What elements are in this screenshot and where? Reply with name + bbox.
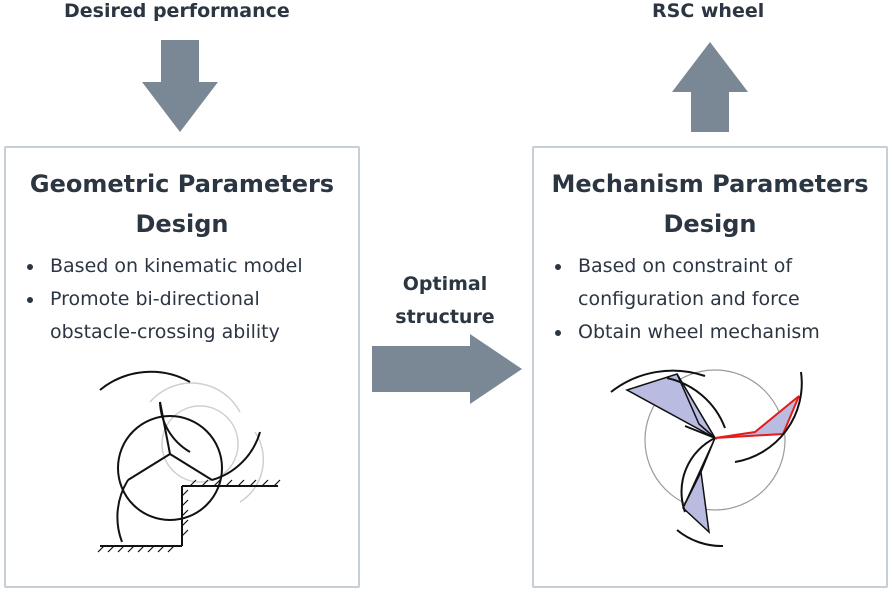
bullet-item: Promote bi-directional — [20, 283, 303, 316]
panel-title-line2: Design — [663, 210, 757, 238]
right-arrow — [372, 334, 522, 404]
optimal-label-line2: structure — [395, 306, 495, 328]
up-arrow — [672, 42, 748, 132]
bullet-item: Based on constraint of — [548, 250, 820, 283]
optimal-label-line1: Optimal — [402, 273, 488, 295]
panel-title-line1: Mechanism Parameters — [551, 170, 869, 198]
bullet-item: Based on kinematic model — [20, 250, 303, 283]
output-label: RSC wheel — [652, 0, 765, 22]
mechanism-bullet-list: Based on constraint of configuration and… — [548, 250, 820, 349]
bullet-item-continuation: configuration and force — [578, 288, 800, 310]
geometric-bullet-list: Based on kinematic model Promote bi-dire… — [20, 250, 303, 349]
panel-title-line1: Geometric Parameters — [29, 170, 335, 198]
bullet-item: Obtain wheel mechanism — [548, 316, 820, 349]
wheel-mechanism-illustration — [610, 369, 803, 548]
bullet-item-continuation: obstacle-crossing ability — [50, 321, 280, 343]
panel-title-line2: Design — [135, 210, 229, 238]
mechanism-design-panel: Mechanism Parameters Design Based on con… — [532, 146, 888, 588]
down-arrow — [142, 40, 218, 132]
wheel-step-illustration — [97, 370, 281, 553]
input-label: Desired performance — [64, 0, 290, 22]
